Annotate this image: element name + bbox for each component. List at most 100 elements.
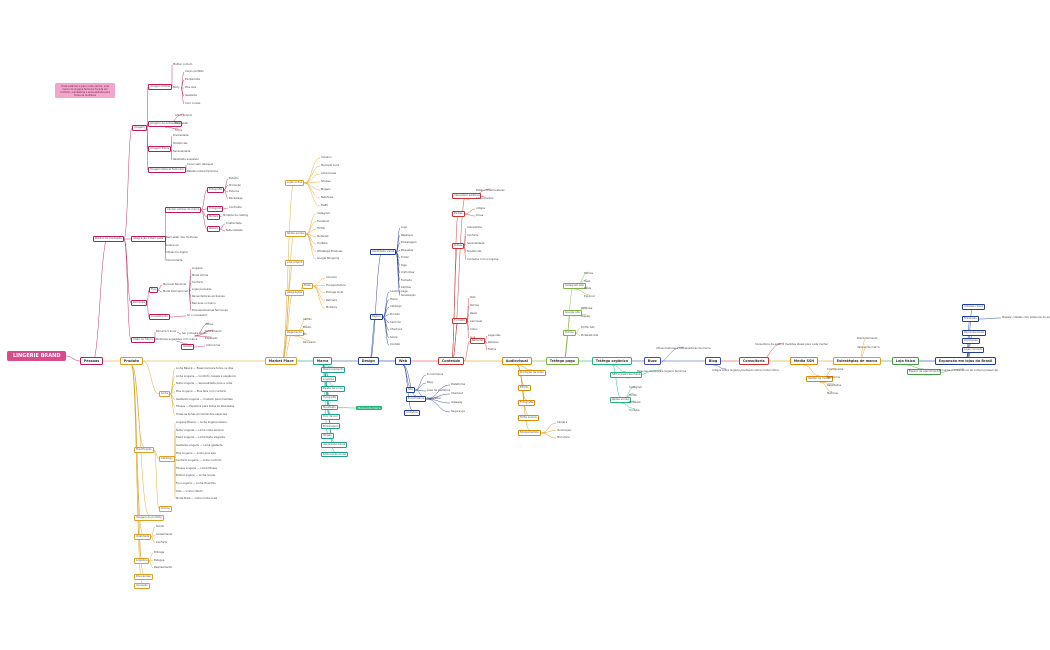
- p-ri-item: Naturalidade: [226, 229, 243, 233]
- node-inovacao: Inovação: [134, 583, 150, 589]
- node-formato: Formato: [452, 318, 467, 324]
- expansao-item[interactable]: Lojas conceito: [962, 347, 985, 353]
- expansao-item[interactable]: Franquias: [962, 316, 979, 322]
- expansao-item[interactable]: Parcerias locais: [962, 330, 987, 336]
- node-imagem-mulher: Imagem Mulher: [148, 84, 173, 90]
- p-fi-item: Backstage: [229, 196, 243, 200]
- p-fi-item: Produção: [229, 183, 242, 187]
- marca-item[interactable]: Embalagem: [321, 423, 341, 430]
- connector-ex-1-ex-n: [978, 317, 1002, 320]
- p-ii-item: Comunidade: [166, 258, 183, 262]
- p-pl-item: Empreendedoras femininas: [192, 309, 228, 313]
- connector-p-ps-1-p-pl-6: [188, 291, 192, 312]
- node-imagem-produto: Imagem do produto: [134, 515, 164, 521]
- p-bodyi-item: Com curvas: [185, 102, 201, 106]
- topic-buzz[interactable]: Buzz: [644, 357, 661, 365]
- pr-qi-item: Conforto: [156, 541, 168, 545]
- node-outros: Outros: [159, 506, 172, 512]
- node-publico: Público do Conteúdo: [93, 236, 124, 242]
- node-integracao: Integração e Bem-estar: [131, 236, 166, 242]
- d-pi-item: Produto: [390, 313, 401, 317]
- connector-m-conteudo-c-tem: [450, 242, 459, 366]
- node-body: Body: [173, 86, 180, 90]
- topic-blog[interactable]: Blog: [705, 357, 722, 365]
- topic-estrategias[interactable]: Estratégias de marca: [833, 357, 882, 365]
- marca-item[interactable]: Identidade visual: [321, 442, 348, 448]
- connector-m-trafego_organico-to-red: [611, 364, 621, 398]
- node-instagram-ads: Instagram Ads: [563, 283, 586, 289]
- node-pauta: Pautas: [452, 211, 465, 217]
- to-ri-item: Pinterest: [629, 401, 641, 405]
- p-fi-item: Externa: [229, 190, 240, 194]
- pr-ci-item: Fitness Lingerie — Linha fitness: [176, 466, 217, 470]
- d-bi-item: Cartões: [401, 286, 412, 290]
- connector-mp-loj-mp-li-2: [303, 173, 321, 184]
- c-ti-item: Autoestima: [467, 226, 482, 230]
- connector-mp-loj-mp-li-6: [303, 182, 321, 207]
- connector-pr-pre-pr-cat: [153, 449, 160, 460]
- connector-p-vi-1-p-ges: [176, 341, 188, 345]
- topic-design[interactable]: Design: [358, 357, 379, 365]
- topic-web[interactable]: Web: [395, 357, 411, 365]
- topic-trafego-pago[interactable]: Tráfego pago: [546, 357, 579, 365]
- node-modelo: Modelo: [207, 214, 221, 220]
- node-linha-extra: Todas as linhas em tamanhos especiais: [176, 413, 228, 417]
- node-brand: Identidade visual: [370, 249, 397, 255]
- connector-w-ec-w-ei-3: [425, 398, 451, 413]
- connector-w-site-w-si-1: [414, 382, 427, 391]
- marca-item[interactable]: Posicionamento: [321, 367, 346, 373]
- topic-expansao[interactable]: Expansão em lojas do Brasil: [935, 357, 997, 365]
- node-imagem-tribos: Imagem Tribos: [148, 146, 172, 152]
- node-roteiro: Roteiro: [207, 226, 221, 232]
- expansao-item[interactable]: Quiosques: [962, 338, 980, 344]
- pr-qi-item: Tecido: [156, 525, 165, 529]
- tp-ii-item: Feed: [584, 279, 591, 283]
- connector-m-pessoas-p-pub: [91, 235, 109, 366]
- topic-consultoria[interactable]: Consultoria: [739, 357, 769, 365]
- marca-item[interactable]: Slogan: [321, 432, 334, 439]
- mp-ri-item: Instagram: [317, 212, 331, 216]
- node-gestao: Gestão: [181, 344, 195, 350]
- audiovisual-item: Produção de vídeo: [518, 370, 546, 376]
- expansao-item[interactable]: Cidades-chave: [962, 304, 986, 310]
- topic-produto[interactable]: Produto: [120, 357, 143, 365]
- connector-mp-loj-mp-li-0: [303, 157, 321, 184]
- marca-item[interactable]: Logotipo: [321, 376, 337, 383]
- audiovisual-item: Equipamentos: [518, 430, 541, 436]
- marca-item[interactable]: Paleta de cores: [321, 385, 345, 392]
- connector-p-al-p-rot: [200, 209, 208, 230]
- pr-gi-item: Estoque: [154, 558, 165, 562]
- connector-tp-ou-tp-oi-1: [575, 332, 581, 336]
- w-ei-item: Checkout: [451, 392, 464, 396]
- topic-media-ssh[interactable]: Media SSH: [790, 357, 818, 365]
- d-pi-item: Checkout: [390, 328, 403, 332]
- p-fgi-item: Contratos: [229, 206, 242, 210]
- manual-badge[interactable]: Manual da marca: [356, 406, 383, 411]
- connector-m-trafego_organico-to-seo: [611, 364, 627, 373]
- w-si-item: E-commerce: [427, 373, 444, 377]
- topic-trafego-organico[interactable]: Tráfego orgânico: [592, 357, 632, 365]
- marca-item[interactable]: Manifesto: [321, 404, 338, 411]
- mp-li-item: Amazon: [321, 156, 332, 160]
- topic-marca[interactable]: Marca: [313, 357, 333, 365]
- connector-p-int-p-al: [164, 209, 167, 240]
- node-outros-ads: Outros: [563, 330, 576, 336]
- node-blog-item: Artigos sobre lingerie: [712, 369, 740, 373]
- av-ei-item: Iluminação: [557, 428, 572, 432]
- root-topic[interactable]: LINGERIE BRAND: [7, 351, 67, 361]
- mp-li-item: Netshoes: [321, 196, 334, 200]
- marca-item[interactable]: Editorial de moda: [321, 451, 348, 458]
- topic-conteudo[interactable]: Conteúdo: [438, 357, 464, 365]
- topic-market-place[interactable]: Market Place: [265, 357, 298, 365]
- connector-lf-i-lf-n: [923, 368, 965, 376]
- topic-loja-fisica[interactable]: Loja física: [892, 357, 919, 365]
- node-loja-propria: Loja própria: [285, 260, 305, 266]
- p-pl-item: Barracas no bairro: [192, 302, 216, 306]
- connector-mp-red-mp-ri-1: [305, 221, 317, 235]
- marca-item[interactable]: Tom de voz: [321, 414, 340, 420]
- marca-item[interactable]: Tipografia: [321, 395, 338, 401]
- pr-ci-item: Fun Lingerie — Linha divertida: [176, 482, 216, 486]
- topic-pessoas[interactable]: Pessoas: [80, 357, 104, 365]
- topic-audiovisual[interactable]: Audiovisual: [502, 357, 532, 365]
- w-ei-item: Segurança: [451, 410, 465, 414]
